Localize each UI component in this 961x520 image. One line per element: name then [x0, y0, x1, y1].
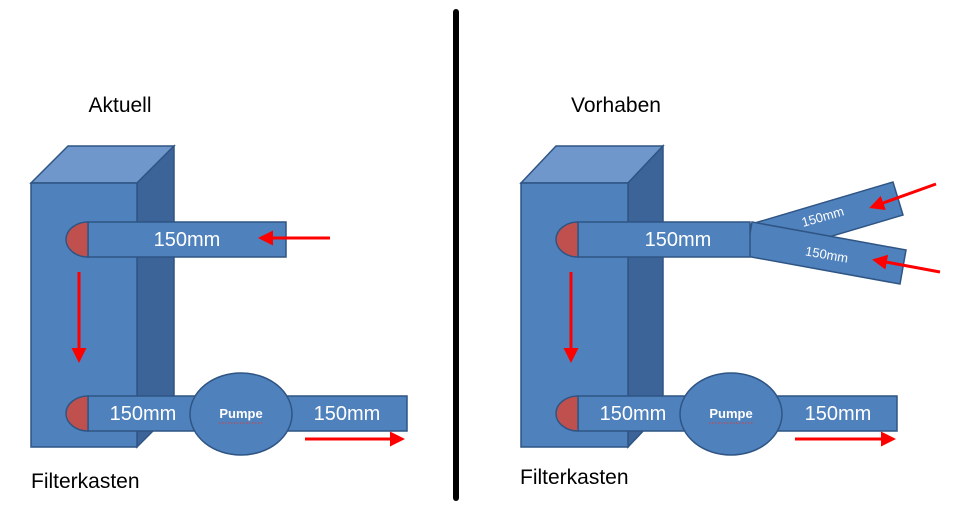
current-setup: Aktuell 150mm 150mm 150mm Pumpe Filterka…	[29, 94, 408, 493]
pump	[189, 372, 293, 456]
inlet-pipe-label: 150mm	[645, 229, 712, 251]
outlet-pipe	[284, 395, 408, 432]
pump-in-pipe-cap	[65, 395, 89, 432]
pump-in-pipe	[87, 395, 201, 432]
outlet-pipe	[774, 395, 898, 432]
branch-lower-flow-arrow	[872, 254, 941, 274]
pump-label: Pumpe	[219, 406, 262, 421]
pump-in-pipe-cap	[555, 395, 579, 432]
planned-filter-box-label: Filterkasten	[520, 466, 629, 489]
pump-label: Pumpe	[709, 406, 752, 421]
inlet-pipe-cap	[555, 221, 579, 258]
current-title: Aktuell	[88, 94, 151, 117]
branch-upper-flow-arrow	[869, 182, 937, 210]
outlet-pipe-label: 150mm	[805, 403, 872, 425]
outlet-pipe-label: 150mm	[314, 403, 381, 425]
planned-setup: Vorhaben 150mm 150mm 150mm 150mm 150mm P…	[519, 94, 941, 489]
pump-in-pipe-label: 150mm	[110, 403, 177, 425]
inlet-pipe-cap	[65, 221, 89, 258]
pump-in-pipe-label: 150mm	[600, 403, 667, 425]
current-filter-box-label: Filterkasten	[31, 470, 140, 493]
planned-title: Vorhaben	[571, 94, 661, 117]
branch-pipe-lower-label: 150mm	[804, 243, 849, 265]
pump	[679, 372, 783, 456]
inlet-pipe-label: 150mm	[154, 229, 221, 251]
